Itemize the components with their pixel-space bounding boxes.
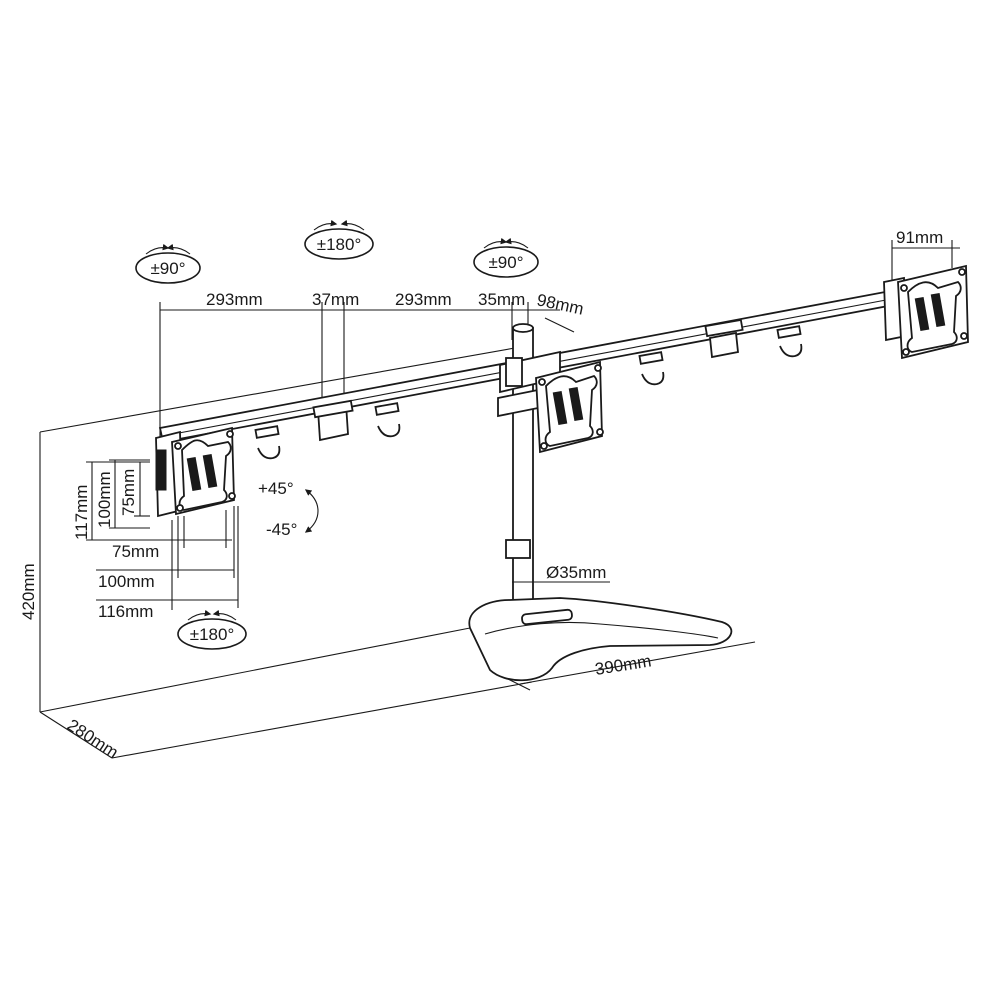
- pole: [497, 323, 561, 614]
- dim-vesa-75-vertical: 75mm: [119, 469, 138, 516]
- dim-depth: 280mm: [64, 715, 122, 762]
- vesa-plate-left: [155, 426, 236, 518]
- arm-joints: [312, 318, 744, 442]
- dim-vesa-75-horizontal: 75mm: [112, 542, 159, 561]
- rotation-badge-center-left: ±180°: [304, 219, 374, 260]
- arm-dimension-lines: [159, 240, 960, 460]
- dim-vesa-117: 117mm: [72, 485, 91, 540]
- dim-head-depth: 98mm: [535, 290, 585, 318]
- tilt-indicator: +45° -45°: [258, 479, 319, 539]
- vesa-dimension-lines: [86, 459, 239, 610]
- dim-arm-right: 293mm: [395, 290, 452, 309]
- dim-arm-left: 293mm: [206, 290, 263, 309]
- rotation-label-left-top: ±90°: [150, 259, 185, 278]
- vesa-plate-right: [883, 264, 969, 360]
- dim-vesa-116-horizontal: 116mm: [98, 602, 153, 621]
- overall-dimension-lines: [39, 347, 756, 759]
- dim-joint: 37mm: [312, 290, 359, 309]
- tilt-up-label: +45°: [258, 479, 294, 498]
- dim-base-width: 390mm: [594, 651, 653, 679]
- dim-pole-offset: 35mm: [478, 290, 525, 309]
- rotation-badge-left-bottom: ±180°: [177, 609, 247, 650]
- rotation-label-left-bottom: ±180°: [190, 625, 235, 644]
- dim-vesa-100-vertical: 100mm: [95, 471, 114, 528]
- cable-clips: [254, 325, 803, 460]
- rotation-label-center-left: ±180°: [317, 235, 362, 254]
- stand-base: [468, 597, 733, 682]
- rotation-label-center: ±90°: [488, 253, 523, 272]
- rotation-badge-center: ±90°: [473, 237, 539, 278]
- tilt-down-label: -45°: [266, 520, 297, 539]
- vesa-plate-center: [535, 360, 604, 454]
- dim-pole-diameter: Ø35mm: [546, 563, 606, 582]
- dim-plate-width-right: 91mm: [896, 228, 943, 247]
- rotation-badge-left-top: ±90°: [135, 243, 201, 284]
- dim-height: 420mm: [19, 563, 38, 620]
- dim-vesa-100-horizontal: 100mm: [98, 572, 155, 591]
